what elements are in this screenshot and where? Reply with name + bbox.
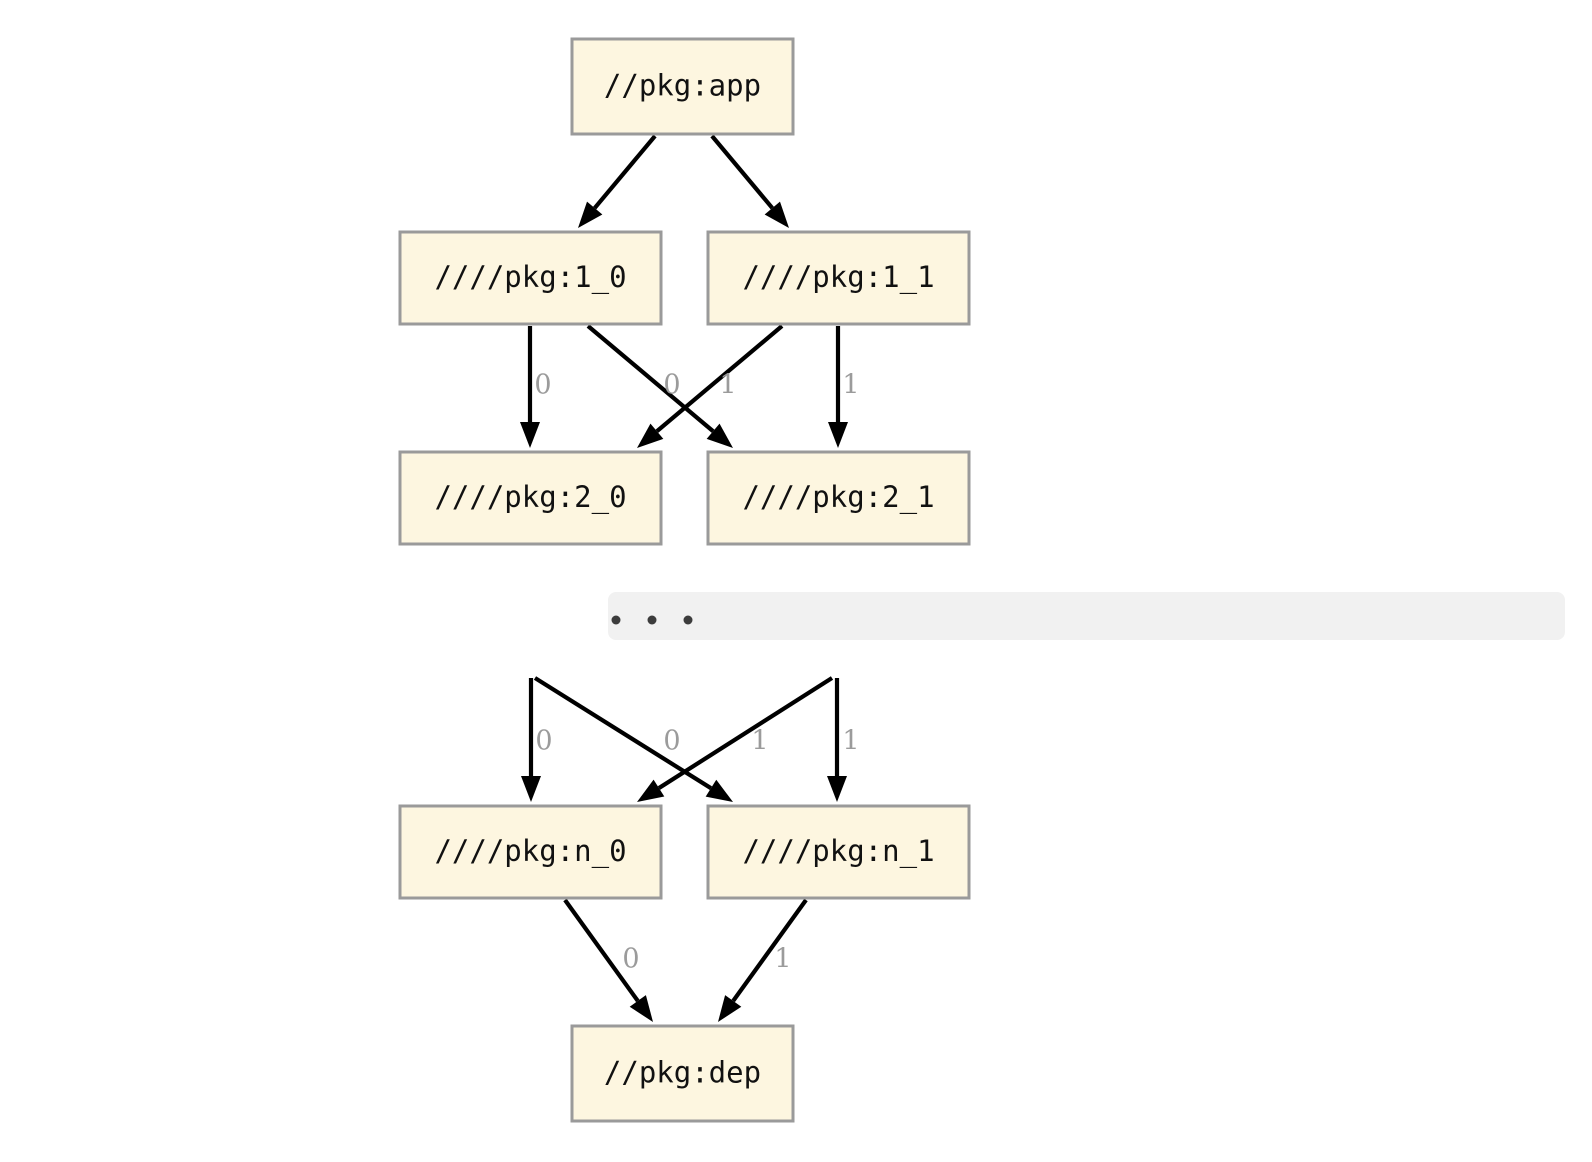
edge-line [655, 324, 784, 433]
node-box[interactable] [570, 1024, 795, 1123]
edge-line [731, 898, 808, 1003]
edge-label: 0 [622, 944, 639, 975]
node-nn_1[interactable]: ////pkg:n_1 [706, 804, 971, 900]
edge-arrowhead [629, 995, 653, 1022]
node-box[interactable] [398, 804, 663, 900]
edge-line [710, 134, 774, 210]
edge-label: 1 [774, 944, 791, 975]
edge-labels-layer: 0 0 1 1 0 0 1 1 0 1 [534, 370, 859, 975]
node-label: ////pkg:2_1 [742, 480, 934, 515]
node-label: //pkg:app [604, 69, 761, 103]
edge-arrowhead [827, 776, 847, 802]
nodes-layer: //pkg:app ////pkg:1_0 ////pkg:1_1 ////pkg:2… [398, 37, 971, 1123]
edge-label: 0 [535, 726, 552, 757]
edge-arrowhead [578, 201, 603, 228]
node-n1_1[interactable]: ////pkg:1_1 [706, 230, 971, 326]
node-label: ////pkg:2_0 [434, 480, 626, 515]
node-label: ////pkg:n_1 [742, 834, 934, 869]
node-label: ////pkg:1_1 [742, 260, 934, 295]
edge-label: 0 [663, 370, 680, 401]
node-label: ////pkg:n_0 [434, 834, 626, 869]
edge-label: 0 [663, 726, 680, 757]
edge-label: 1 [842, 370, 859, 401]
node-n1_0[interactable]: ////pkg:1_0 [398, 230, 663, 326]
node-n2_0[interactable]: ////pkg:2_0 [398, 450, 663, 546]
ellipsis-dot [647, 615, 657, 625]
edge-arrowhead [718, 995, 742, 1022]
node-box[interactable] [570, 37, 795, 136]
node-box[interactable] [398, 230, 663, 326]
edge-arrowhead [637, 423, 664, 448]
edge-line [563, 898, 640, 1003]
ellipsis-band [608, 592, 1565, 640]
edges-layer [520, 134, 848, 1022]
edge-arrowhead [828, 422, 848, 448]
edge-arrowhead [520, 422, 540, 448]
ellipsis-dot [611, 615, 621, 625]
edge-line [657, 676, 834, 790]
edge-arrowhead [705, 779, 733, 802]
node-dep[interactable]: //pkg:dep [570, 1024, 795, 1123]
node-nn_0[interactable]: ////pkg:n_0 [398, 804, 663, 900]
edge-arrowhead [706, 423, 733, 448]
edge-line [586, 324, 715, 433]
node-label: ////pkg:1_0 [434, 260, 626, 295]
edge-label: 1 [751, 726, 768, 757]
edge-label: 0 [534, 370, 551, 401]
node-label: //pkg:dep [604, 1056, 761, 1090]
node-box[interactable] [706, 804, 971, 900]
edge-label: 1 [719, 370, 736, 401]
edge-line [533, 676, 713, 790]
ellipsis-separator [608, 592, 1565, 640]
node-box[interactable] [706, 230, 971, 326]
node-n2_1[interactable]: ////pkg:2_1 [706, 450, 971, 546]
node-box[interactable] [706, 450, 971, 546]
edge-line [593, 134, 657, 210]
node-app[interactable]: //pkg:app [570, 37, 795, 136]
ellipsis-dot [683, 615, 693, 625]
edge-arrowhead [637, 779, 665, 802]
edge-label: 1 [842, 726, 859, 757]
edge-arrowhead [521, 776, 541, 802]
node-box[interactable] [398, 450, 663, 546]
edge-arrowhead [764, 201, 789, 228]
